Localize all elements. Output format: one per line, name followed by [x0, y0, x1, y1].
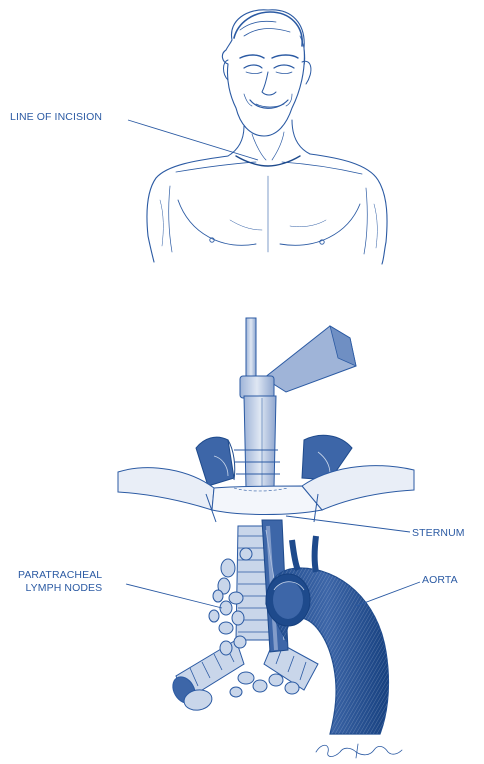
artist-signature [316, 744, 402, 758]
sternum-label: STERNUM [412, 527, 465, 540]
lymph-nodes-label-line2: LYMPH NODES [18, 582, 102, 595]
nodes-leader-line [126, 584, 222, 608]
aorta-label: AORTA [422, 574, 458, 587]
lymph-nodes-label: PARATRACHEAL LYMPH NODES [18, 569, 102, 595]
sternum-leader-line [286, 516, 410, 532]
incision-leader-line [128, 120, 258, 160]
incision-label: LINE OF INCISION [10, 111, 102, 124]
lymph-nodes-label-line1: PARATRACHEAL [18, 569, 102, 582]
aorta-leader-line [356, 582, 420, 606]
